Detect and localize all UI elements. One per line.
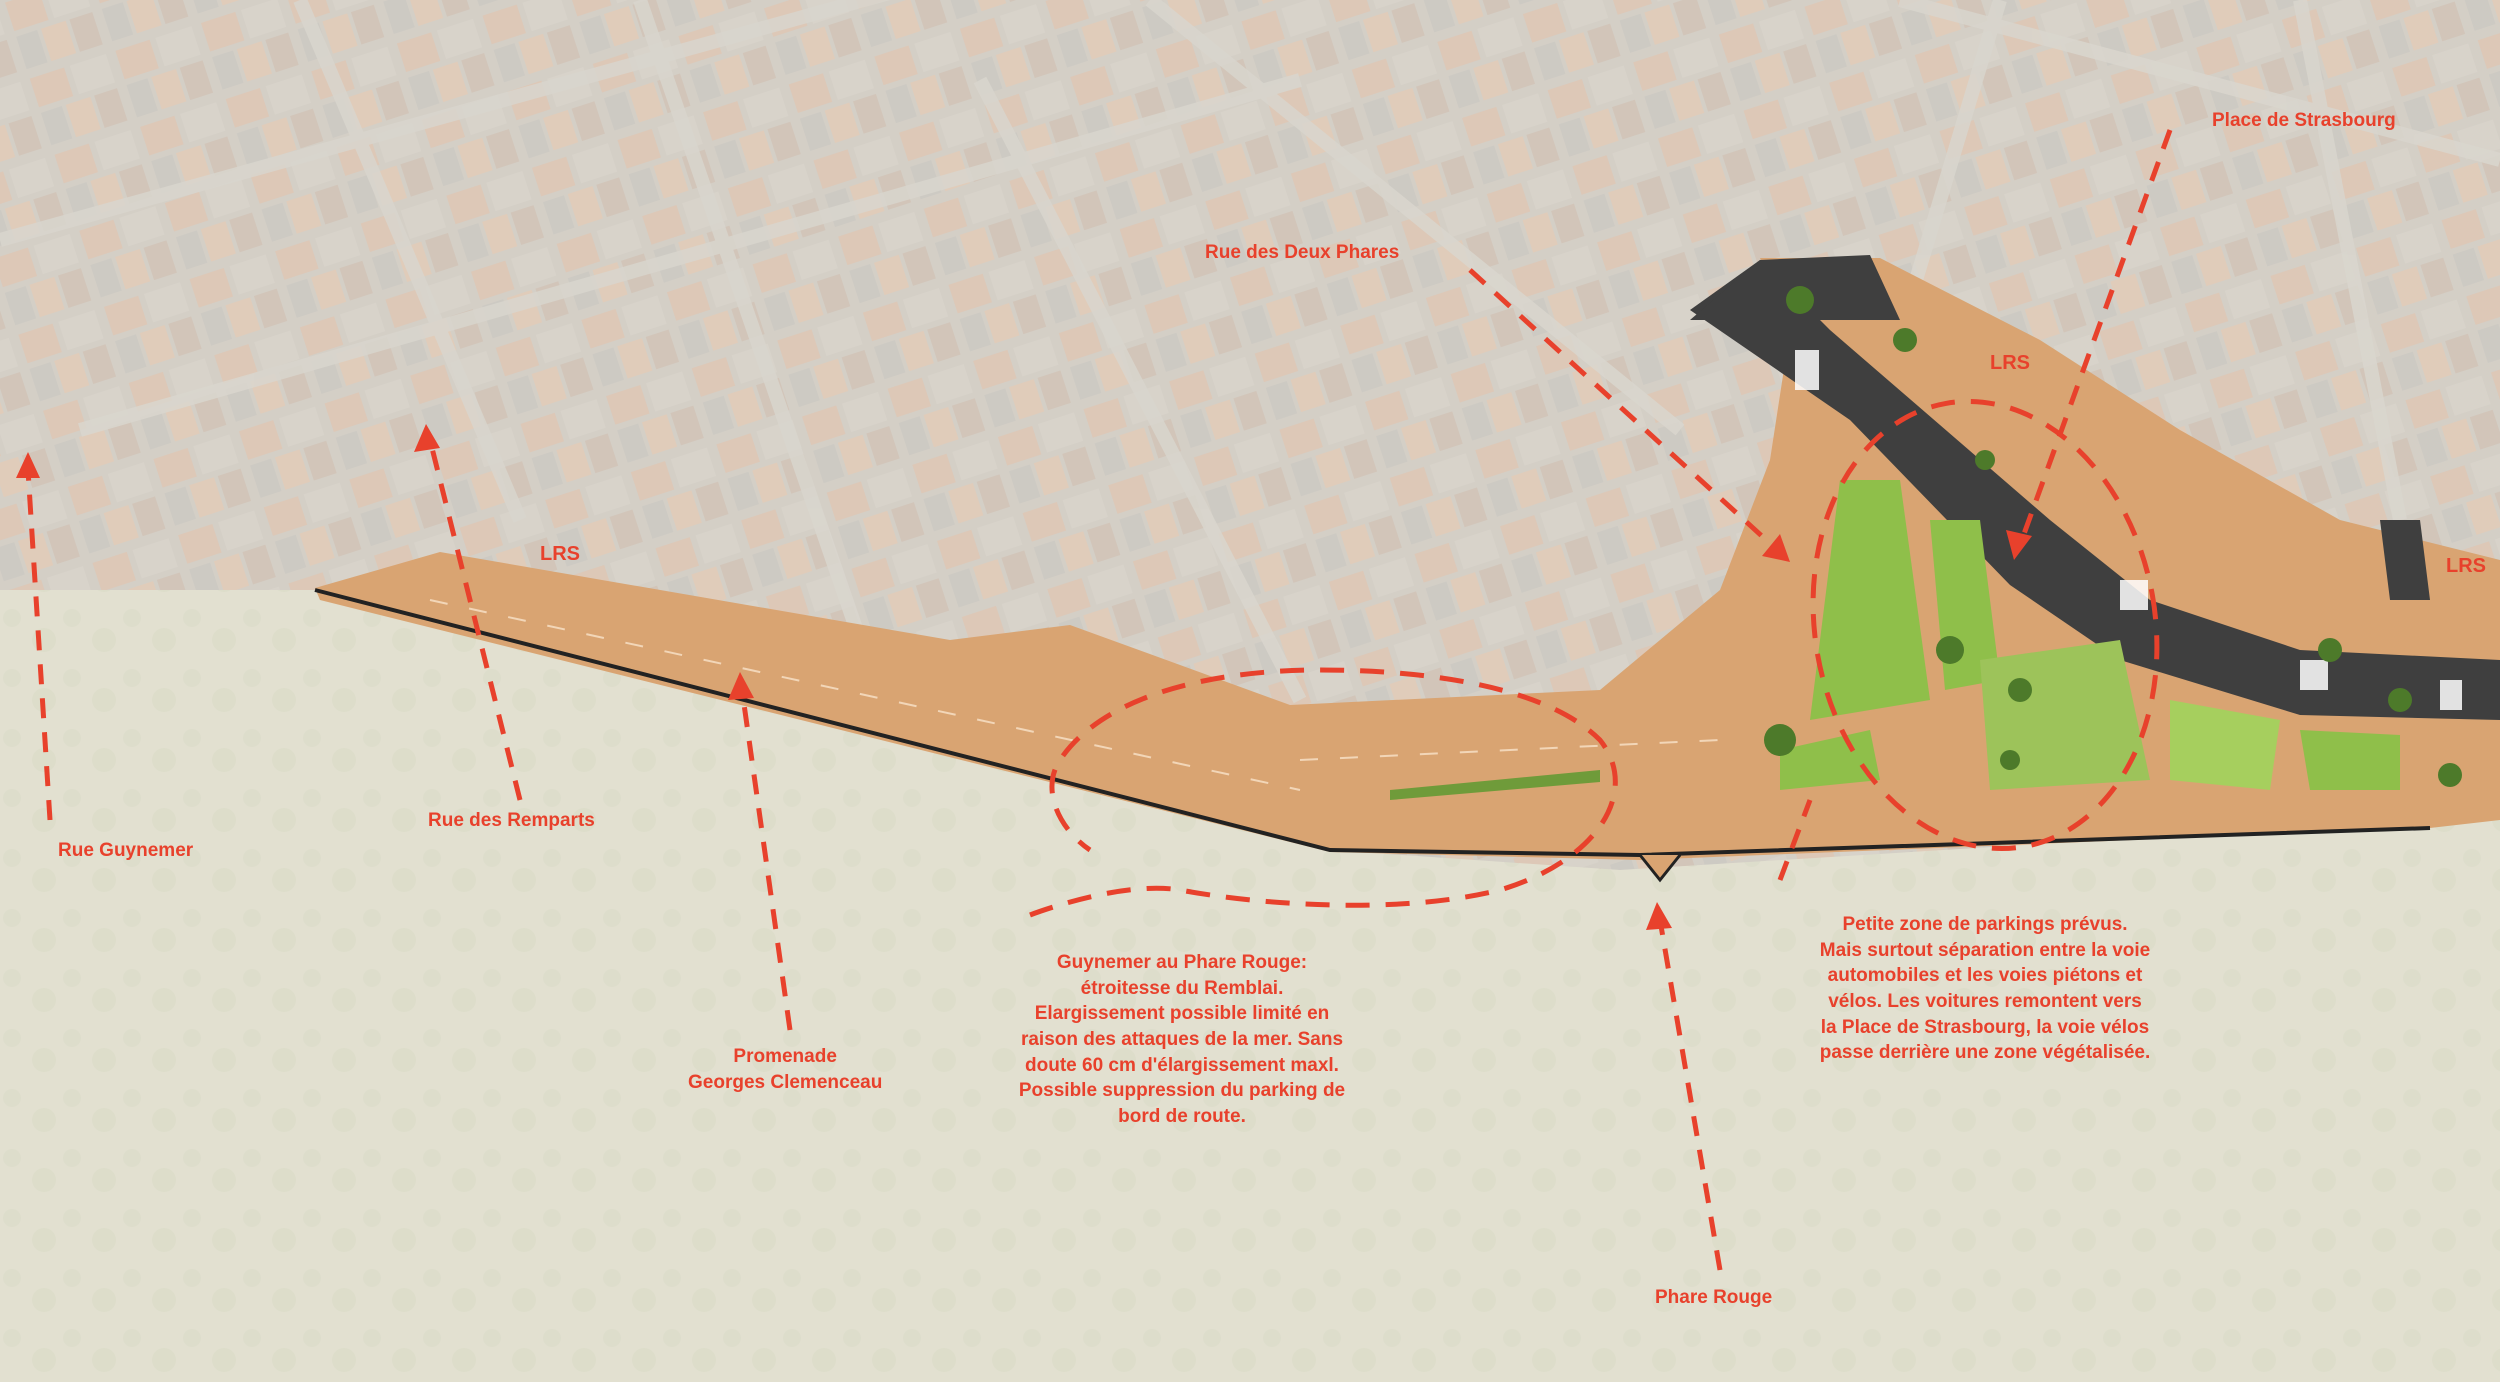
annotation-line: vélos. Les voitures remontent vers	[1828, 990, 2142, 1012]
annotation-parking-zone: Petite zone de parkings prévus. Mais sur…	[1790, 912, 2180, 1066]
annotation-line: Elargissement possible limité en	[1034, 1003, 1330, 1025]
arrowhead-rue-des-deux-phares	[1762, 534, 1790, 562]
beach-area	[0, 590, 2500, 1382]
arrowhead-promenade	[728, 672, 754, 700]
annotation-line: Guynemer au Phare Rouge:	[1056, 952, 1308, 973]
north-road	[2380, 520, 2430, 600]
annotation-line: Possible suppression du parking de	[1018, 1080, 1346, 1102]
annotation-line: automobiles et les voies piétons et	[1827, 965, 2143, 987]
label-promenade-line1: Promenade	[733, 1046, 837, 1067]
arrowhead-phare-rouge	[1646, 902, 1672, 930]
annotation-line: la Place de Strasbourg, la voie vélos	[1820, 1016, 2150, 1038]
annotation-line: étroitesse du Remblai.	[1080, 977, 1284, 999]
coastline	[314, 588, 2431, 858]
annotation-line: Mais surtout séparation entre la voie	[1819, 939, 2151, 961]
annotation-guynemer-phare-rouge: Guynemer au Phare Rouge: étroitesse du R…	[992, 950, 1372, 1129]
arrow-rue-des-deux-phares	[1468, 268, 1777, 550]
label-place-de-strasbourg: Place de Strasbourg	[2212, 110, 2396, 131]
arrow-rue-guynemer	[25, 469, 53, 821]
zone-ellipse-place	[1810, 398, 2160, 852]
zone-ellipse-guynemer	[1029, 667, 1618, 918]
arrowhead-place-strasbourg	[2006, 530, 2032, 560]
arrow-phare-rouge	[1657, 919, 1723, 1271]
label-lrs-west: LRS	[540, 543, 580, 565]
arrow-promenade	[739, 689, 793, 1031]
label-rue-des-deux-phares: Rue des Deux Phares	[1205, 242, 1400, 263]
annotation-line: bord de route.	[1118, 1105, 1246, 1127]
arrowhead-rue-guynemer	[16, 452, 40, 478]
label-lrs-east: LRS	[2446, 555, 2486, 577]
arrow-parking	[1777, 799, 1813, 881]
annotation-line: raison des attaques de la mer. Sans	[1020, 1028, 1344, 1050]
label-lrs-center: LRS	[1990, 352, 2030, 374]
annotation-line: passe derrière une zone végétalisée.	[1819, 1042, 2151, 1064]
label-rue-guynemer: Rue Guynemer	[58, 840, 194, 861]
park-area	[1980, 640, 2150, 790]
label-rue-des-remparts: Rue des Remparts	[428, 810, 595, 831]
label-promenade-line2: Georges Clemenceau	[688, 1071, 883, 1093]
annotation-line: Petite zone de parkings prévus.	[1842, 914, 2128, 935]
parking-area	[1810, 480, 1930, 720]
label-phare-rouge: Phare Rouge	[1655, 1287, 1773, 1308]
arrow-place-strasbourg	[2017, 129, 2173, 546]
label-promenade: Promenade Georges Clemenceau	[688, 1044, 882, 1095]
annotation-line: doute 60 cm d'élargissement maxl.	[1025, 1054, 1339, 1076]
arrowhead-rue-des-remparts	[414, 424, 440, 452]
arrow-rue-des-remparts	[427, 439, 523, 801]
